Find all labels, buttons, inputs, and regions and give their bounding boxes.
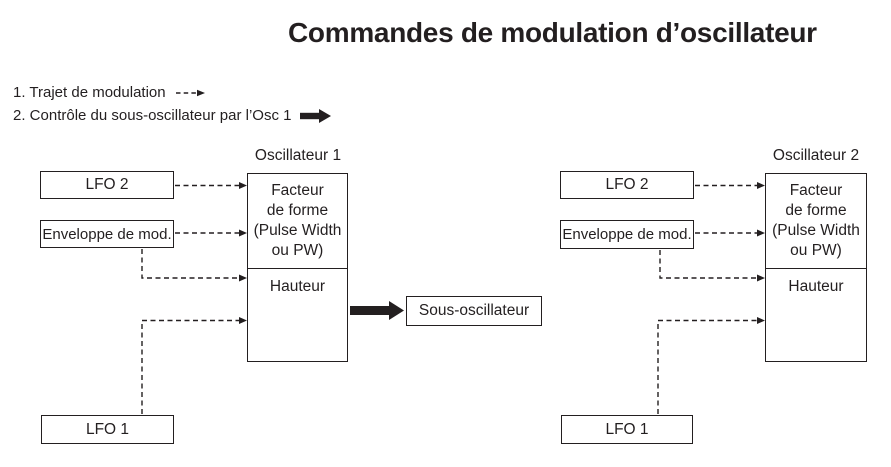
pw-line: Facteur (789, 182, 843, 199)
mod-envelope-label-right: Enveloppe de mod. (562, 226, 692, 243)
lfo1-box-right: LFO 1 (561, 415, 693, 444)
oscillator-1-pulse-width-section: Facteur de forme (Pulse Width ou PW) (248, 174, 347, 269)
oscillator-1-box: Facteur de forme (Pulse Width ou PW) Hau… (247, 173, 348, 362)
connector-lfo1-to-osc1-pitch (141, 319, 240, 414)
pw-line: de forme (266, 202, 329, 219)
connector-env-to-osc2-pitch (659, 250, 758, 279)
legend-item-subosc-control-label: 2. Contrôle du sous-oscillateur par l’Os… (13, 107, 292, 124)
legend-item-modulation-path: 1. Trajet de modulation (13, 81, 332, 104)
lfo2-box-left: LFO 2 (40, 171, 174, 199)
lfo2-label-right: LFO 2 (605, 176, 649, 193)
oscillator-2-box: Facteur de forme (Pulse Width ou PW) Hau… (765, 173, 867, 362)
lfo1-box-left: LFO 1 (41, 415, 174, 444)
oscillator-2-pitch-section: Hauteur (766, 269, 866, 296)
pw-line: de forme (785, 202, 847, 219)
lfo1-label-left: LFO 1 (85, 420, 130, 438)
pw-line: Facteur (271, 182, 324, 199)
page-title: Commandes de modulation d’oscillateur (288, 17, 817, 48)
mod-envelope-label-left: Enveloppe de mod. (42, 225, 172, 243)
legend: 1. Trajet de modulation 2. Contrôle du s… (13, 81, 332, 127)
thick-arrow-icon (300, 108, 332, 123)
oscillator-1-pitch-section: Hauteur (248, 269, 347, 296)
mod-envelope-box-right: Enveloppe de mod. (560, 220, 694, 249)
connector-lfo1-to-osc2-pitch (657, 319, 758, 414)
connector-env-to-osc1-pitch (141, 249, 240, 279)
pw-line: (Pulse Width (772, 222, 860, 239)
oscillator-1-title: Oscillateur 1 (254, 147, 342, 164)
lfo1-label-right: LFO 1 (605, 420, 649, 438)
oscillator-2-pulse-width-section: Facteur de forme (Pulse Width ou PW) (766, 174, 866, 269)
oscillator-2-title: Oscillateur 2 (772, 147, 860, 164)
legend-item-subosc-control: 2. Contrôle du sous-oscillateur par l’Os… (13, 104, 332, 127)
lfo2-box-right: LFO 2 (560, 171, 694, 199)
thick-arrow-osc1-to-subosc (350, 301, 404, 320)
pw-line: ou PW) (271, 242, 324, 259)
sub-oscillator-box: Sous-oscillateur (406, 296, 542, 326)
lfo2-label-left: LFO 2 (85, 176, 129, 193)
legend-item-modulation-path-label: 1. Trajet de modulation (13, 84, 166, 101)
pw-line: (Pulse Width (253, 222, 342, 239)
pitch-label: Hauteur (788, 278, 844, 295)
dashed-arrow-icon (175, 89, 205, 96)
mod-envelope-box-left: Enveloppe de mod. (40, 220, 174, 248)
pw-line: ou PW) (790, 242, 842, 259)
pitch-label: Hauteur (269, 278, 326, 295)
sub-oscillator-label: Sous-oscillateur (418, 302, 530, 319)
